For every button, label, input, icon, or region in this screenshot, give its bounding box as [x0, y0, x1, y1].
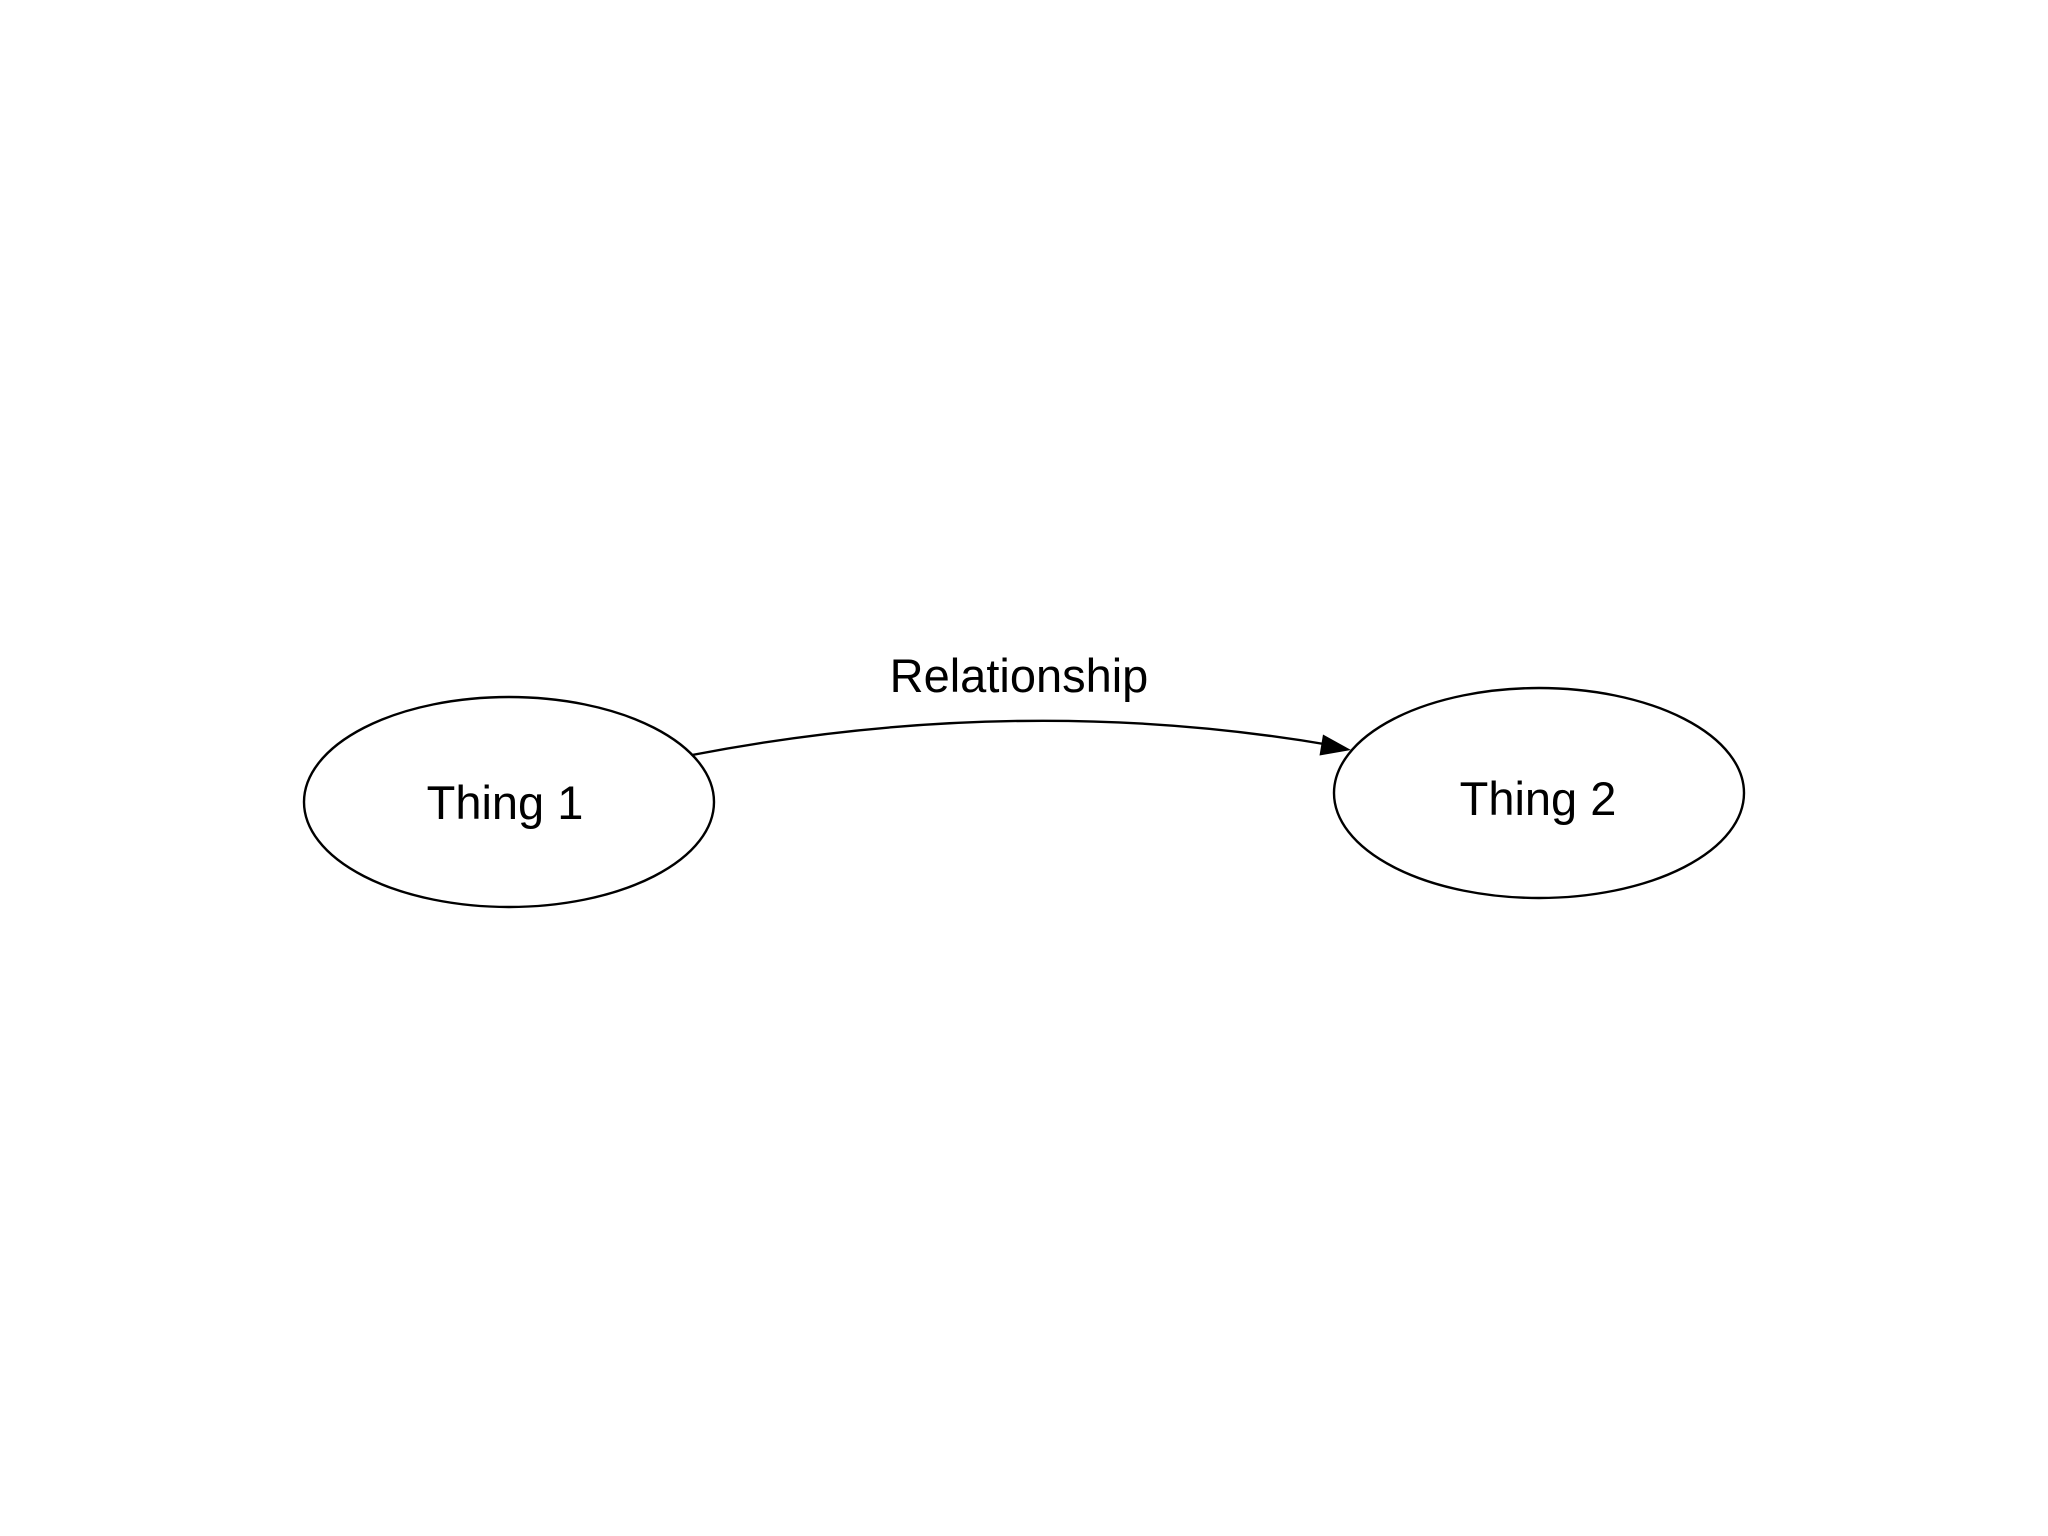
- node-thing2: Thing 2: [1332, 686, 1746, 900]
- node-thing1-label: Thing 1: [427, 776, 584, 829]
- edge-arrowhead-icon: [1319, 734, 1351, 756]
- edge-label: Relationship: [890, 649, 1149, 702]
- node-thing2-shape: [1332, 686, 1746, 900]
- node-thing1: Thing 1: [302, 695, 716, 909]
- edge-relationship: Relationship: [691, 649, 1351, 757]
- edge-line: [691, 719, 1331, 757]
- node-thing2-label: Thing 2: [1460, 772, 1617, 825]
- node-thing1-shape: [302, 695, 716, 909]
